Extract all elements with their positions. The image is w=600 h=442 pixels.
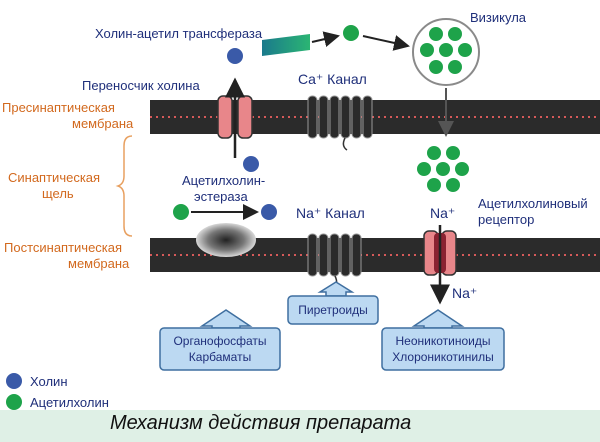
chloronicotinyls-label: Хлороникотинилы — [392, 350, 493, 364]
legend-choline-label: Холин — [30, 374, 68, 389]
acetylcholine-molecule — [343, 25, 359, 41]
figure-caption: Механизм действия препарата — [110, 412, 412, 434]
vesicle — [412, 18, 480, 86]
choline-transporter — [217, 77, 253, 158]
organophosphates-box: Органофосфаты Карбаматы — [159, 309, 281, 371]
na-channel-label: Na⁺ Канал — [296, 205, 365, 221]
choline-molecule-cleft — [243, 156, 259, 172]
legend: Холин Ацетилхолин — [6, 373, 109, 410]
vesicle-label: Визикула — [470, 10, 527, 25]
legend-acetylcholine-swatch — [6, 394, 22, 410]
presynaptic-membrane-label-1: Пресинаптическая — [2, 100, 115, 115]
pyrethroids-box: Пиретроиды — [287, 281, 379, 325]
neonicotinoids-box: Неоникотиноиды Хлороникотинилы — [381, 309, 505, 371]
choline-molecule — [227, 48, 243, 64]
synaptic-cleft-label-2: щель — [42, 186, 74, 201]
acetylcholinesterase-enzyme — [196, 223, 256, 257]
acetylcholine-molecule-cleft — [173, 204, 189, 220]
na-channel — [307, 233, 362, 289]
choline-transporter-label: Переносчик холина — [82, 78, 200, 93]
postsynaptic-membrane-label-1: Постсинаптическая — [4, 240, 122, 255]
arrow-enzyme-to-ach — [311, 31, 340, 47]
acetylcholine-receptor-label-2: рецептор — [478, 212, 534, 227]
ca-channel — [307, 95, 373, 151]
arrow-ach-to-vesicle — [362, 35, 410, 51]
synaptic-cleft-bracket — [115, 135, 133, 237]
acetylcholine-receptor — [423, 225, 457, 305]
legend-choline-swatch — [6, 373, 22, 389]
pyrethroids-label: Пиретроиды — [298, 303, 367, 317]
choline-molecule-product — [261, 204, 277, 220]
acetylcholinesterase-label-2: эстераза — [194, 189, 248, 204]
choline-acetyltransferase-label: Холин-ацетил трансфераза — [95, 26, 263, 41]
na-ion-bottom-label: Na⁺ — [452, 285, 477, 301]
carbamates-label: Карбаматы — [189, 350, 251, 364]
organophosphates-label: Органофосфаты — [173, 334, 266, 348]
postsynaptic-membrane-label-2: мембрана — [68, 256, 130, 271]
na-ion-top-label: Na⁺ — [430, 205, 455, 221]
acetylcholinesterase-label-1: Ацетилхолин- — [182, 173, 265, 188]
legend-acetylcholine-label: Ацетилхолин — [30, 395, 109, 410]
released-acetylcholine-cluster — [417, 146, 469, 192]
synaptic-cleft-label-1: Синаптическая — [8, 170, 100, 185]
choline-acetyltransferase-enzyme — [262, 34, 310, 56]
acetylcholine-receptor-label-1: Ацетилхолиновый — [478, 196, 588, 211]
ca-channel-label: Ca⁺ Канал — [298, 71, 367, 87]
caption-bar — [0, 410, 600, 442]
synapse-diagram: Пиретроиды Органофосфаты Карбаматы Неони… — [2, 10, 600, 410]
neonicotinoids-label: Неоникотиноиды — [396, 334, 491, 348]
presynaptic-membrane-label-2: мембрана — [72, 116, 134, 131]
